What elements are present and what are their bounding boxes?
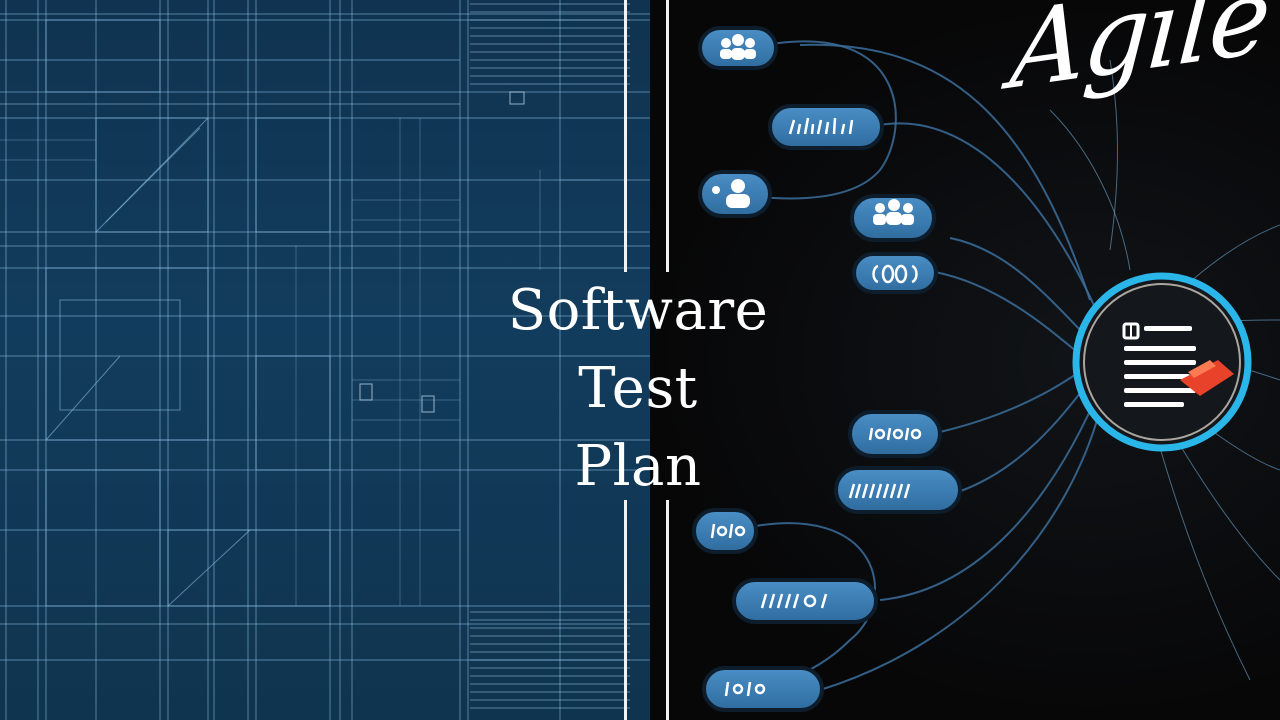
people-icon-2 [873, 199, 914, 225]
network-panel [650, 0, 1280, 720]
glyph-node-4 [834, 466, 962, 514]
glyph-text-icon-5 [710, 523, 746, 539]
person-node [698, 170, 772, 218]
blueprint-panel [0, 0, 650, 720]
glyph-text-icon-6 [760, 593, 828, 609]
glyph-node-5 [692, 508, 758, 554]
glyph-text-icon [788, 117, 854, 135]
hub-node [1072, 272, 1252, 452]
glyph-text-icon-2 [872, 264, 918, 284]
glyph-text-icon-4 [848, 483, 911, 499]
glyph-node-1 [768, 104, 884, 150]
title-line-3: Plan [574, 434, 702, 499]
person-icon [712, 179, 750, 208]
blueprint-drawing [0, 0, 650, 720]
glyph-text-icon-7 [724, 681, 766, 697]
divider-left-bottom [624, 500, 627, 720]
title-line-2: Test [578, 356, 698, 421]
glyph-text-icon-3 [868, 427, 922, 441]
network-diagram [692, 26, 1280, 712]
glyph-node-3 [848, 410, 942, 458]
people-node-2 [850, 194, 936, 242]
divider-left-top [624, 0, 627, 272]
glyph-node-2 [852, 252, 938, 294]
divider-right-top [666, 0, 669, 272]
pencil-icon [1180, 360, 1234, 396]
connector-lines [729, 40, 1106, 691]
people-icon [720, 34, 756, 60]
document-list-icon [1122, 322, 1196, 407]
people-node-1 [698, 26, 778, 70]
divider-right-bottom [666, 500, 669, 720]
title-line-1: Software [507, 278, 769, 343]
glyph-node-6 [732, 578, 878, 624]
glyph-node-7 [702, 666, 824, 712]
page-title: Software Test Plan [470, 272, 806, 506]
